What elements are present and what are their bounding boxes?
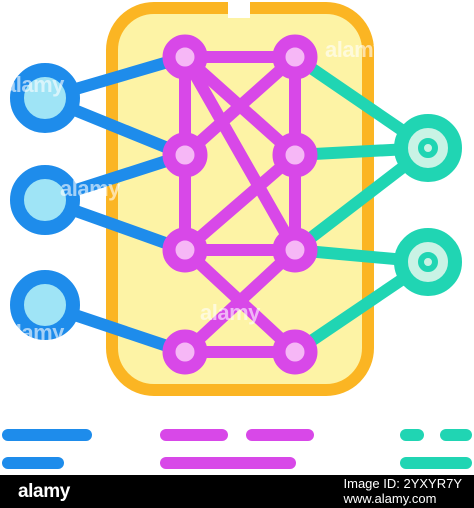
decorative-dash-lines [2, 429, 472, 469]
neural-network-phone-icon [2, 0, 472, 469]
hidden-layer-nodes [162, 34, 318, 375]
hidden-node [272, 227, 318, 273]
output-node-center [418, 252, 438, 272]
output-layer-nodes [394, 114, 462, 296]
hidden-node [162, 132, 208, 178]
alamy-logo: alamy [18, 480, 70, 502]
input-layer-nodes [10, 63, 80, 340]
hidden-node [162, 329, 208, 375]
site-url: www.alamy.com [343, 490, 437, 506]
input-node [10, 63, 80, 133]
output-node-center [418, 138, 438, 158]
hidden-node [272, 329, 318, 375]
output-node [394, 114, 462, 182]
hidden-node [272, 132, 318, 178]
input-node [10, 270, 80, 340]
hidden-node [162, 34, 208, 80]
hidden-node [162, 227, 208, 273]
hidden-node [272, 34, 318, 80]
image-id-label: Image ID: 2YXYR7Y [343, 476, 463, 492]
output-node [394, 228, 462, 296]
footer-bar: alamy Image ID: 2YXYR7Y www.alamy.com [0, 475, 474, 508]
image-info: Image ID: 2YXYR7Y www.alamy.com [343, 476, 463, 506]
input-node [10, 165, 80, 235]
